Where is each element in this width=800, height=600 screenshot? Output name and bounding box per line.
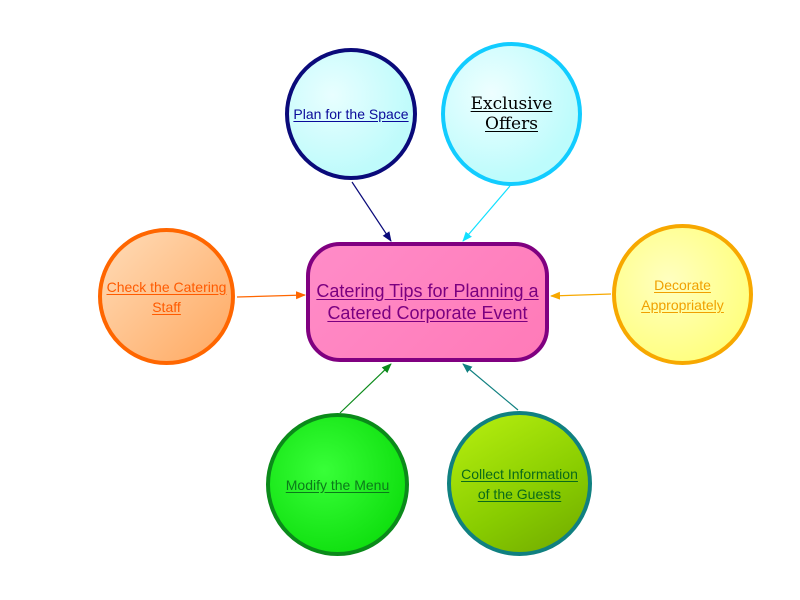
node-modify-the-menu-label[interactable]: Modify the Menu — [285, 476, 390, 493]
node-plan-for-the-space[interactable]: Plan for the Space — [285, 48, 417, 180]
node-staff-line-2: Staff — [152, 298, 181, 315]
connector-menu — [339, 363, 392, 414]
node-collect-information-of-the-guests[interactable]: Collect Information of the Guests — [447, 411, 592, 556]
node-guests-line-2: of the Guests — [477, 485, 562, 502]
central-topic-line-2: Catered Corporate Event — [327, 303, 528, 323]
node-decorate-line-1: Decorate — [654, 276, 711, 293]
node-check-the-catering-staff-label[interactable]: Check the Catering Staff — [107, 277, 227, 317]
node-collect-information-label[interactable]: Collect Information of the Guests — [461, 464, 578, 504]
connector-staff — [236, 291, 306, 300]
node-plan-for-the-space-label[interactable]: Plan for the Space — [293, 106, 409, 122]
node-guests-line-1: Collect Information — [461, 465, 578, 482]
connector-guests — [462, 363, 519, 411]
node-exclusive-offers-label[interactable]: Exclusive Offers — [470, 94, 553, 134]
central-topic-node[interactable]: Catering Tips for Planning a Catered Cor… — [306, 242, 549, 362]
connector-decorate — [550, 291, 612, 300]
central-topic-line-1: Catering Tips for Planning a — [316, 281, 539, 301]
node-check-the-catering-staff[interactable]: Check the Catering Staff — [98, 228, 235, 365]
node-decorate-appropriately-label[interactable]: Decorate Appropriately — [641, 275, 724, 315]
node-modify-the-menu[interactable]: Modify the Menu — [266, 413, 409, 556]
node-decorate-appropriately[interactable]: Decorate Appropriately — [612, 224, 753, 365]
node-exclusive-offers[interactable]: Exclusive Offers — [441, 42, 582, 186]
connector-offers — [462, 185, 511, 242]
node-staff-line-1: Check the Catering — [106, 278, 227, 295]
connector-space — [351, 181, 392, 242]
central-topic-label[interactable]: Catering Tips for Planning a Catered Cor… — [316, 280, 538, 324]
node-decorate-line-2: Appropriately — [641, 296, 724, 313]
